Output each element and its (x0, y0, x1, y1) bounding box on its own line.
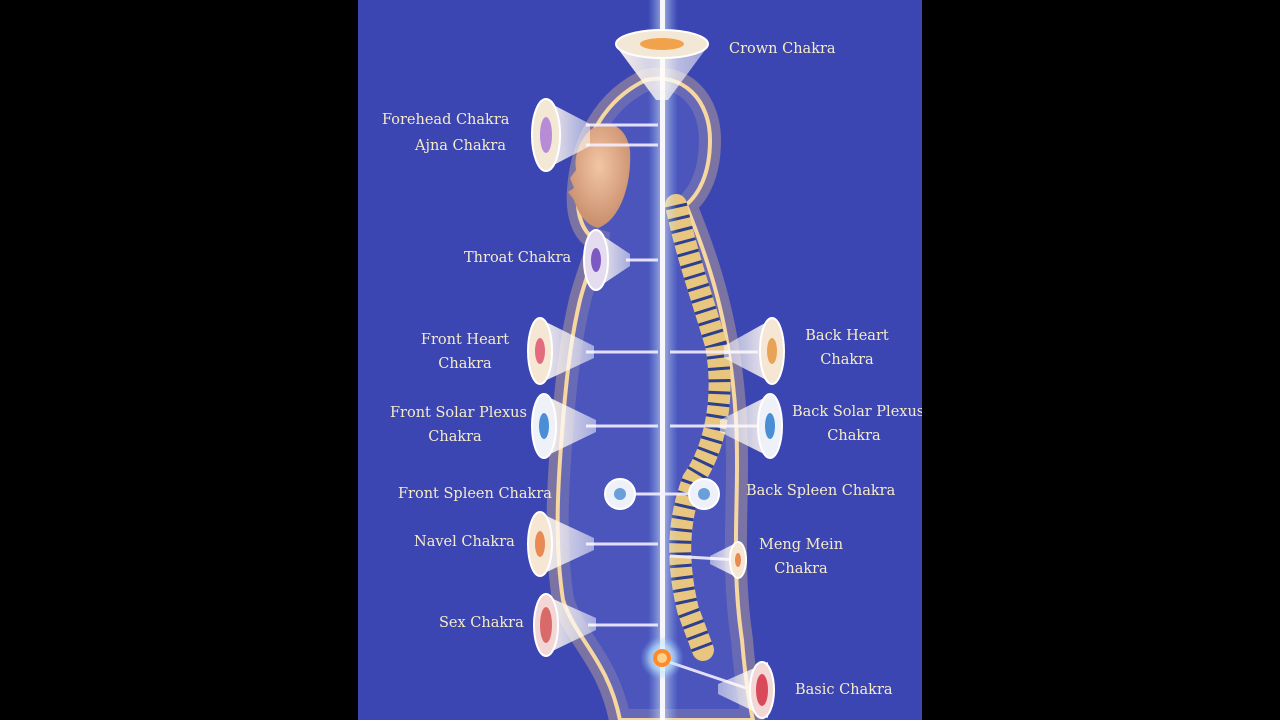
navel-chakra-label: Navel Chakra (414, 530, 515, 554)
back-spleen-chakra-disc (689, 479, 719, 509)
front-spleen-chakra-disc (605, 479, 635, 509)
central-channel (648, 0, 678, 720)
front-heart-chakra-label: Front Heart Chakra (418, 328, 512, 376)
forehead-chakra-label: Forehead Chakra (382, 108, 509, 132)
front-heart-label-line-2: Chakra (418, 352, 512, 376)
crown-chakra-label: Crown Chakra (729, 37, 836, 61)
meng-mein-label-line-2: Chakra (756, 557, 846, 581)
front-solar-plexus-label-line-2: Chakra (390, 425, 520, 449)
front-solar-plexus-label-line-1: Front Solar Plexus (390, 401, 520, 425)
front-spleen-chakra-label: Front Spleen Chakra (398, 482, 552, 506)
throat-chakra-label: Throat Chakra (464, 246, 571, 270)
meng-mein-chakra-label: Meng Mein Chakra (756, 533, 846, 581)
front-heart-label-line-1: Front Heart (418, 328, 512, 352)
back-solar-plexus-label-line-1: Back Solar Plexus (792, 400, 916, 424)
chakra-diagram: Crown Chakra Forehead Chakra Ajna Chakra… (358, 0, 922, 720)
back-solar-plexus-chakra-label: Back Solar Plexus Chakra (792, 400, 916, 448)
back-solar-plexus-label-line-2: Chakra (792, 424, 916, 448)
back-spleen-chakra-label: Back Spleen Chakra (746, 479, 895, 503)
back-heart-chakra-label: Back Heart Chakra (802, 324, 892, 372)
meng-mein-label-line-1: Meng Mein (756, 533, 846, 557)
ajna-chakra-label: Ajna Chakra (415, 134, 506, 158)
back-heart-label-line-1: Back Heart (802, 324, 892, 348)
front-solar-plexus-chakra-label: Front Solar Plexus Chakra (390, 401, 520, 449)
sex-chakra-label: Sex Chakra (439, 611, 524, 635)
back-heart-label-line-2: Chakra (802, 348, 892, 372)
root-energy-glow (640, 636, 684, 680)
basic-chakra-label: Basic Chakra (795, 678, 893, 702)
